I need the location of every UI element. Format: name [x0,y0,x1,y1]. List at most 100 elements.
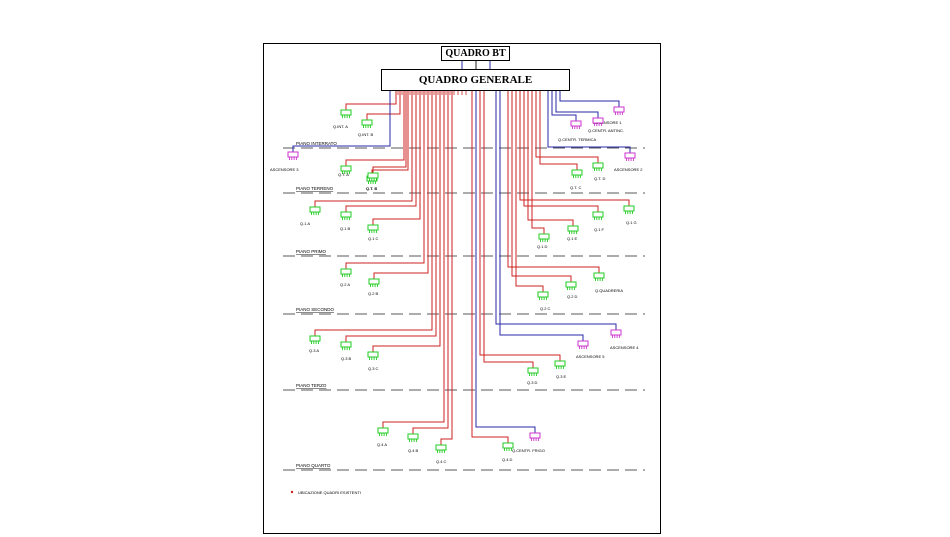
feeder-line [372,91,421,225]
switchboard-icon [554,360,566,369]
switchboard-icon [377,427,389,436]
quadro-generale-label: QUADRO GENERALE [418,74,533,86]
panel-label: Q.1 D [537,244,548,249]
feeder-line [382,91,445,428]
feeder-line [314,91,433,336]
feeder-line [373,91,429,279]
legend-label: UBICAZIONE QUADRI ESISTENTI [298,490,361,495]
feeder-line [539,91,578,170]
feeder-line [440,91,453,445]
drawing-sheet [263,43,661,534]
switchboard-icon [340,341,352,350]
panel-label: Q.3 D [527,380,538,385]
lift-panel-icon [577,340,589,349]
feeder-line [551,91,577,121]
panel-label: Q.INT. B [358,132,373,137]
feeder-line [345,91,405,166]
panel-label: Q.CENTR. FRIGO [512,448,545,453]
panel-label: ASCENSORE 3 [270,167,299,172]
feeder-line [535,91,599,163]
switchboard-icon [537,291,549,300]
feeder-line [292,91,391,152]
panel-label: Q.3 E [556,374,567,379]
panel-label: Q.3 C [368,366,379,371]
lift-panel-icon [624,152,636,161]
feeder-line [511,91,572,282]
feeder-line [483,91,534,368]
panel-label: Q.2 D [567,294,578,299]
feeder-line [479,91,561,361]
panel-label: Q.4 A [377,442,387,447]
feeder-line [519,91,630,206]
switchboard-icon [407,433,419,442]
panel-label: Q.QUADRERIA [595,288,623,293]
lift-panel-icon [529,432,541,441]
switchboard-icon [368,278,380,287]
switchboard-icon [567,225,579,234]
feeder-line [499,91,584,341]
feeder-line [531,91,545,234]
panel-label: Q.CENTR. ANTINC. [588,128,624,133]
panel-label: Q.4 D [502,457,513,462]
panel-label: Q.T. D [594,176,605,181]
panel-label: Q.1 A [300,221,310,226]
panel-label: Q.T. B [366,186,377,191]
feeder-line [507,91,600,273]
switchboard-icon [340,211,352,220]
feeder-line [559,91,620,107]
legend-marker [290,490,294,494]
switchboard-icon [367,351,379,360]
floor-label: PIANO INTERRATO [296,141,337,146]
floor-label: PIANO SECONDO [296,307,335,312]
panel-label: Q.T. E [366,186,377,191]
feeder-line [345,91,425,269]
feeder-line [345,91,437,342]
feeder-line [515,91,544,292]
feeder-line [372,91,441,352]
panel-label: Q.1 E [567,236,578,241]
floor-label: PIANO TERZO [296,383,327,388]
feeder-line [366,91,401,120]
lift-panel-icon [570,120,582,129]
switchboard-icon [571,169,583,178]
panel-label: ASCENSORE 2 [614,167,643,172]
switchboard-icon [340,109,352,118]
panel-label: Q.1 C [368,236,379,241]
feeder-line [523,91,599,212]
switchboard-icon [592,162,604,171]
feeder-line [495,91,617,330]
panel-label: Q.3 A [309,348,319,353]
quadro-bt-box: QUADRO BT [441,46,510,61]
floor-label: PIANO TERRENO [296,186,334,191]
floor-label: PIANO PRIMO [296,249,327,254]
switchboard-icon [340,165,352,174]
lift-panel-icon [613,106,625,115]
panel-label: Q.T. C [570,185,581,190]
panel-label: Q.4 C [436,459,447,464]
panel-label: Q.INT. A [333,124,348,129]
panel-label: Q.CENTR. TERMICA [558,137,596,142]
panel-label: Q.T. A [338,172,349,177]
switchboard-icon [593,272,605,281]
feeder-line [314,91,413,207]
feeder-line [345,91,397,110]
feeder-line [471,91,509,443]
switchboard-icon [309,335,321,344]
panel-label: ASCENSORE 1 [593,120,622,125]
floor-label: PIANO QUARTO [296,463,331,468]
feeder-line [547,91,631,153]
panel-label: ASCENSORE 5 [576,354,605,359]
lift-panel-icon [287,151,299,160]
switchboard-icon [527,367,539,376]
switchboard-icon [538,233,550,242]
panel-label: Q.1 G [626,220,637,225]
feeder-line [555,91,599,118]
quadro-bt-label: QUADRO BT [445,48,506,59]
quadro-generale-box: QUADRO GENERALE [381,69,570,91]
feeder-line [372,91,407,173]
panel-label: Q.3 B [341,356,352,361]
panel-label: Q.2 B [368,291,379,296]
switchboard-icon [502,442,514,451]
lift-panel-icon [610,329,622,338]
